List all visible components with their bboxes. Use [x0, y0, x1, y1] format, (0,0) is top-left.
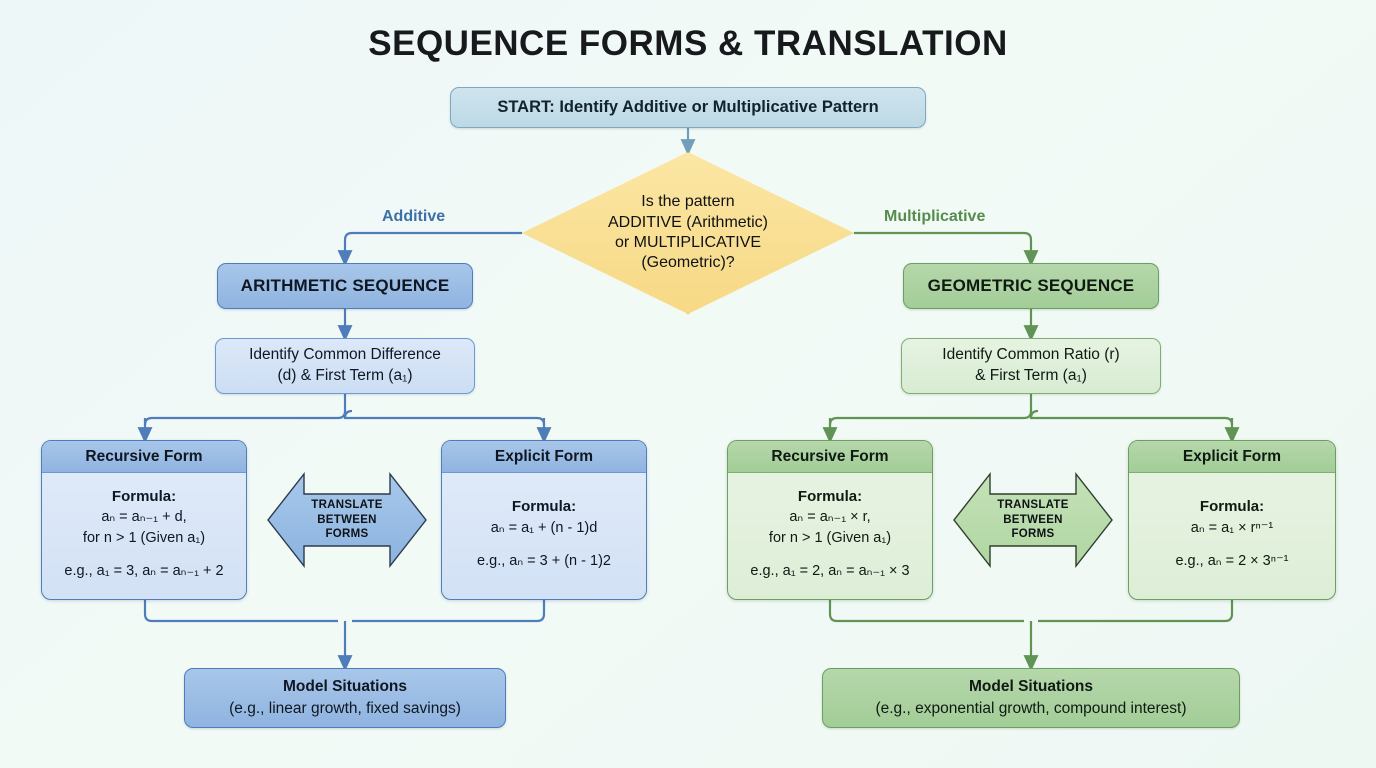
- arithmetic-recursive-formula-line-1: aₙ = aₙ₋₁ + d,: [101, 509, 187, 526]
- arithmetic-model-node[interactable]: Model Situations (e.g., linear growth, f…: [184, 668, 506, 728]
- decision-line-4: (Geometric)?: [641, 254, 735, 272]
- decision-node[interactable]: Is the pattern ADDITIVE (Arithmetic) or …: [522, 152, 854, 314]
- arithmetic-sequence-label: ARITHMETIC SEQUENCE: [240, 276, 450, 295]
- arithmetic-explicit-formula-label: Formula:: [511, 498, 577, 516]
- geometric-explicit-title: Explicit Form: [1129, 441, 1335, 473]
- arithmetic-recursive-example: e.g., a₁ = 3, aₙ = aₙ₋₁ + 2: [64, 563, 224, 580]
- connector-geom-detail-split: [822, 394, 1240, 444]
- decision-line-1: Is the pattern: [641, 193, 735, 211]
- arithmetic-explicit-formula-line-1: aₙ = a₁ + (n - 1)d: [490, 519, 598, 536]
- decision-line-2: ADDITIVE (Arithmetic): [607, 213, 768, 231]
- decision-line-3: or MULTIPLICATIVE: [614, 234, 762, 251]
- geometric-recursive-formula-label: Formula:: [797, 487, 863, 505]
- arithmetic-recursive-card[interactable]: Recursive Form Formula: aₙ = aₙ₋₁ + d, f…: [41, 440, 247, 600]
- arithmetic-recursive-body: Formula: aₙ = aₙ₋₁ + d, for n > 1 (Given…: [42, 473, 246, 599]
- arithmetic-sequence-node[interactable]: ARITHMETIC SEQUENCE: [217, 263, 473, 309]
- branch-label-multiplicative: Multiplicative: [884, 208, 986, 225]
- arith-translate-line-2: BETWEEN: [317, 513, 377, 526]
- geometric-explicit-example: e.g., aₙ = 2 × 3ⁿ⁻¹: [1175, 553, 1289, 570]
- arith-translate-line-1: TRANSLATE: [311, 498, 383, 511]
- arithmetic-explicit-title: Explicit Form: [442, 441, 646, 473]
- arithmetic-explicit-body: Formula: aₙ = a₁ + (n - 1)d e.g., aₙ = 3…: [442, 473, 646, 599]
- geometric-explicit-formula-label: Formula:: [1199, 498, 1265, 516]
- geometric-model-line-1: Model Situations: [969, 678, 1093, 696]
- arithmetic-explicit-example: e.g., aₙ = 3 + (n - 1)2: [477, 553, 611, 570]
- geom-translate-line-3: FORMS: [1011, 528, 1055, 541]
- translate-arrow-shape-left: [267, 472, 427, 568]
- geometric-sequence-label: GEOMETRIC SEQUENCE: [927, 276, 1135, 295]
- arithmetic-recursive-title: Recursive Form: [42, 441, 246, 473]
- start-node-label: START: Identify Additive or Multiplicati…: [497, 98, 879, 116]
- translate-arrow-shape-right: [953, 472, 1113, 568]
- geometric-recursive-body: Formula: aₙ = aₙ₋₁ × r, for n > 1 (Given…: [728, 473, 932, 599]
- arithmetic-recursive-formula-line-2: for n > 1 (Given a₁): [82, 529, 206, 546]
- connector-arith-detail-split: [137, 394, 552, 444]
- decision-node-text: Is the pattern ADDITIVE (Arithmetic) or …: [522, 152, 854, 314]
- geometric-recursive-card[interactable]: Recursive Form Formula: aₙ = aₙ₋₁ × r, f…: [727, 440, 933, 600]
- arithmetic-model-line-1: Model Situations: [283, 678, 407, 696]
- connector-geom-cards-merge: [828, 600, 1234, 672]
- geometric-recursive-example: e.g., a₁ = 2, aₙ = aₙ₋₁ × 3: [750, 563, 910, 580]
- connector-decision-to-geometric: [854, 231, 1039, 267]
- connector-decision-to-arithmetic: [337, 231, 522, 267]
- geometric-detail-line-1: Identify Common Ratio (r): [942, 346, 1120, 364]
- geom-translate-line-1: TRANSLATE: [997, 498, 1069, 511]
- arithmetic-translate-label: TRANSLATE BETWEEN FORMS: [266, 472, 428, 568]
- arith-translate-line-3: FORMS: [325, 528, 369, 541]
- geometric-model-line-2: (e.g., exponential growth, compound inte…: [875, 700, 1187, 717]
- page-title: SEQUENCE FORMS & TRANSLATION: [368, 24, 1008, 63]
- geometric-translate-arrow: TRANSLATE BETWEEN FORMS: [952, 472, 1114, 568]
- geom-translate-line-2: BETWEEN: [1003, 513, 1063, 526]
- arithmetic-translate-arrow: TRANSLATE BETWEEN FORMS: [266, 472, 428, 568]
- geometric-detail-line-2: & First Term (a₁): [975, 367, 1087, 384]
- geometric-explicit-body: Formula: aₙ = a₁ × rⁿ⁻¹ e.g., aₙ = 2 × 3…: [1129, 473, 1335, 599]
- arithmetic-detail-line-1: Identify Common Difference: [249, 346, 441, 364]
- geometric-sequence-node[interactable]: GEOMETRIC SEQUENCE: [903, 263, 1159, 309]
- arithmetic-model-line-2: (e.g., linear growth, fixed savings): [229, 700, 461, 717]
- geometric-recursive-formula-line-1: aₙ = aₙ₋₁ × r,: [789, 509, 871, 526]
- geometric-explicit-card[interactable]: Explicit Form Formula: aₙ = a₁ × rⁿ⁻¹ e.…: [1128, 440, 1336, 600]
- geometric-explicit-formula-line-1: aₙ = a₁ × rⁿ⁻¹: [1190, 519, 1274, 536]
- connector-arith-cards-merge: [143, 600, 546, 672]
- arithmetic-explicit-card[interactable]: Explicit Form Formula: aₙ = a₁ + (n - 1)…: [441, 440, 647, 600]
- branch-label-additive: Additive: [382, 208, 446, 225]
- arithmetic-detail-node[interactable]: Identify Common Difference (d) & First T…: [215, 338, 475, 394]
- geometric-recursive-title: Recursive Form: [728, 441, 932, 473]
- arithmetic-recursive-formula-label: Formula:: [111, 487, 177, 505]
- geometric-detail-node[interactable]: Identify Common Ratio (r) & First Term (…: [901, 338, 1161, 394]
- geometric-model-node[interactable]: Model Situations (e.g., exponential grow…: [822, 668, 1240, 728]
- geometric-translate-label: TRANSLATE BETWEEN FORMS: [952, 472, 1114, 568]
- geometric-recursive-formula-line-2: for n > 1 (Given a₁): [768, 529, 892, 546]
- start-node[interactable]: START: Identify Additive or Multiplicati…: [450, 87, 926, 128]
- arithmetic-detail-line-2: (d) & First Term (a₁): [277, 367, 413, 384]
